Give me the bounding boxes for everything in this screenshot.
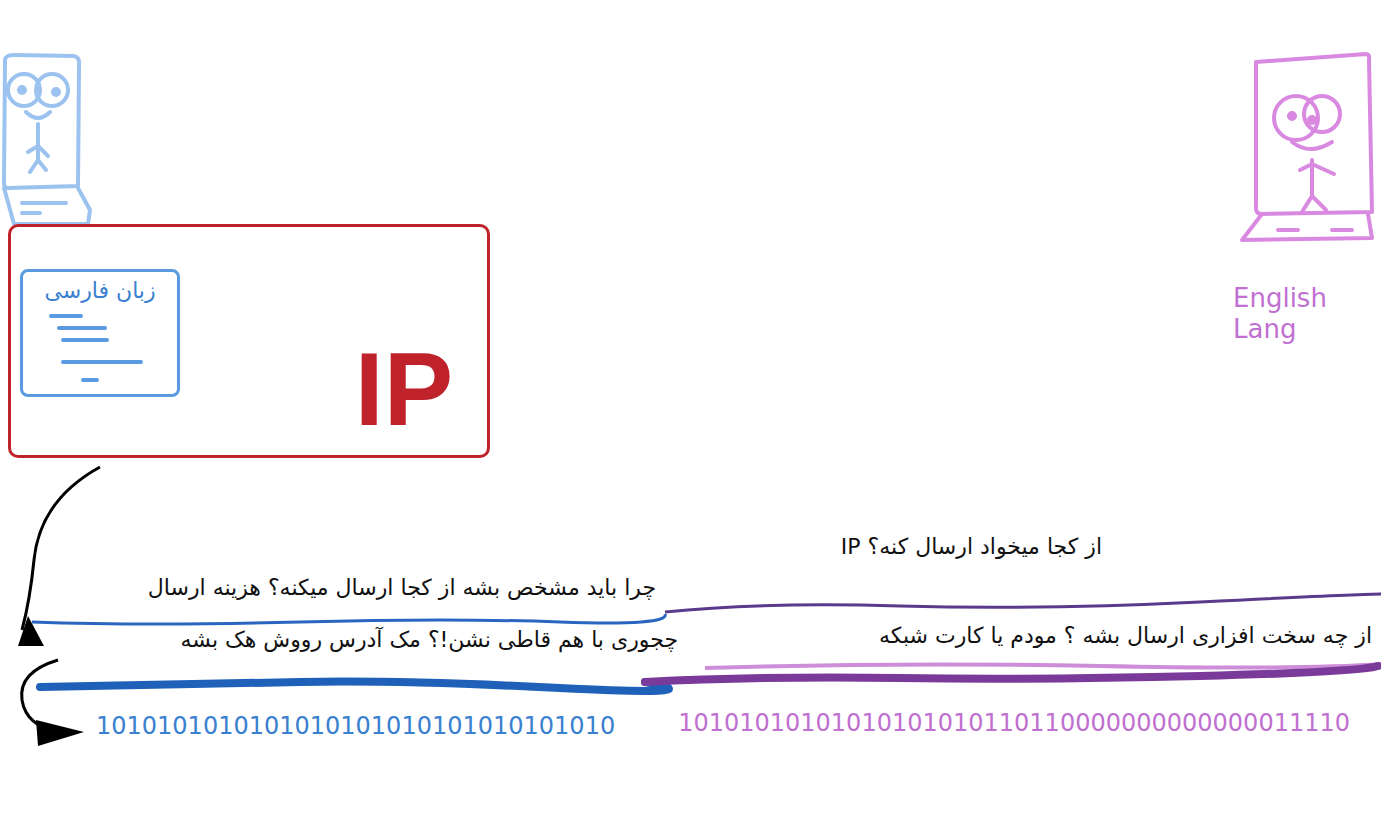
- flow-arrow: [22, 467, 100, 630]
- laptop-base: [4, 188, 90, 224]
- keys: [22, 203, 66, 213]
- pink-wire: [705, 664, 1381, 668]
- text-line: [63, 338, 107, 342]
- purple-cable: [645, 666, 1378, 682]
- keys: [1278, 228, 1352, 232]
- blue-person: [4, 55, 90, 224]
- arrowhead: [18, 616, 44, 646]
- mouth: [1292, 142, 1332, 149]
- eye: [1309, 117, 1315, 123]
- text-line: [51, 314, 81, 318]
- protocol-box: IP زبان فارسی: [8, 224, 490, 458]
- eye: [53, 89, 59, 95]
- arrowhead: [36, 720, 84, 746]
- body: [1300, 160, 1334, 212]
- text-line: [83, 378, 97, 382]
- binary-stream: 1010101010101010101011011000000000000001…: [678, 709, 1350, 738]
- purple-wire: [665, 594, 1381, 612]
- face: [36, 74, 68, 106]
- mouth: [26, 112, 50, 118]
- binary-stream: 1010101010101010101010101010101010: [96, 712, 615, 741]
- text-line: [59, 326, 105, 330]
- screen-frame: [4, 55, 79, 188]
- note-text: چجوری با هم قاطی نشن!؟ مک آدرس رووش هک ب…: [180, 627, 678, 653]
- language-label: English Lang: [1233, 283, 1343, 345]
- eye: [1289, 113, 1295, 119]
- note-text: چرا باید مشخص بشه از کجا ارسال میکنه؟ هز…: [148, 575, 656, 601]
- text-line: [63, 360, 141, 364]
- body: [28, 124, 48, 172]
- pink-person: [1242, 54, 1372, 240]
- screen-frame: [1256, 54, 1372, 214]
- note-text: از چه سخت افزاری ارسال بشه ؟ مودم یا کار…: [879, 623, 1372, 649]
- face: [1274, 96, 1318, 140]
- language-box: زبان فارسی: [20, 269, 180, 397]
- protocol-name: IP: [11, 337, 453, 441]
- blue-cable: [40, 682, 669, 691]
- note-text: از کجا میخواد ارسال کنه؟ IP: [841, 534, 1102, 560]
- language-name: زبان فارسی: [23, 278, 177, 303]
- blue-wire: [32, 614, 665, 624]
- face: [1304, 96, 1340, 132]
- laptop-base: [1242, 214, 1372, 240]
- eye: [19, 87, 25, 93]
